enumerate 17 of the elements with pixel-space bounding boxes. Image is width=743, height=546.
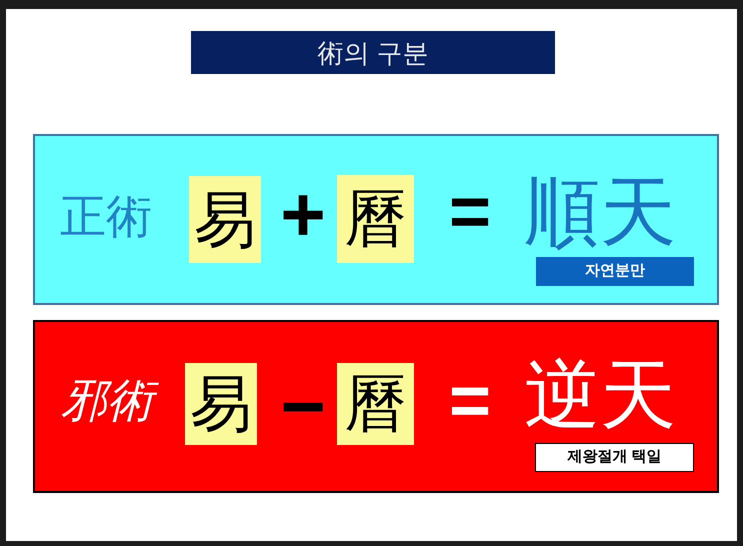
hanja-tile: 曆 [337, 363, 414, 445]
minus-sign: − [280, 367, 326, 445]
hanja-tile: 易 [185, 363, 257, 445]
note-tag: 제왕절개 택일 [535, 443, 694, 472]
result-text: 順天 [524, 174, 676, 250]
panel-heading: 正術 [60, 193, 152, 239]
formula-panel [33, 320, 719, 493]
hanja-tile: 易 [189, 176, 261, 263]
hanja-tile: 曆 [337, 175, 414, 263]
formula-panel [33, 134, 719, 305]
plus-sign: + [280, 175, 326, 253]
note-tag: 자연분만 [536, 257, 694, 286]
equals-sign: = [448, 176, 492, 248]
equals-sign: = [448, 365, 492, 437]
panel-heading: 邪術 [57, 377, 165, 423]
title-banner: 術의 구분 [191, 31, 555, 74]
result-text: 逆天 [524, 357, 676, 433]
